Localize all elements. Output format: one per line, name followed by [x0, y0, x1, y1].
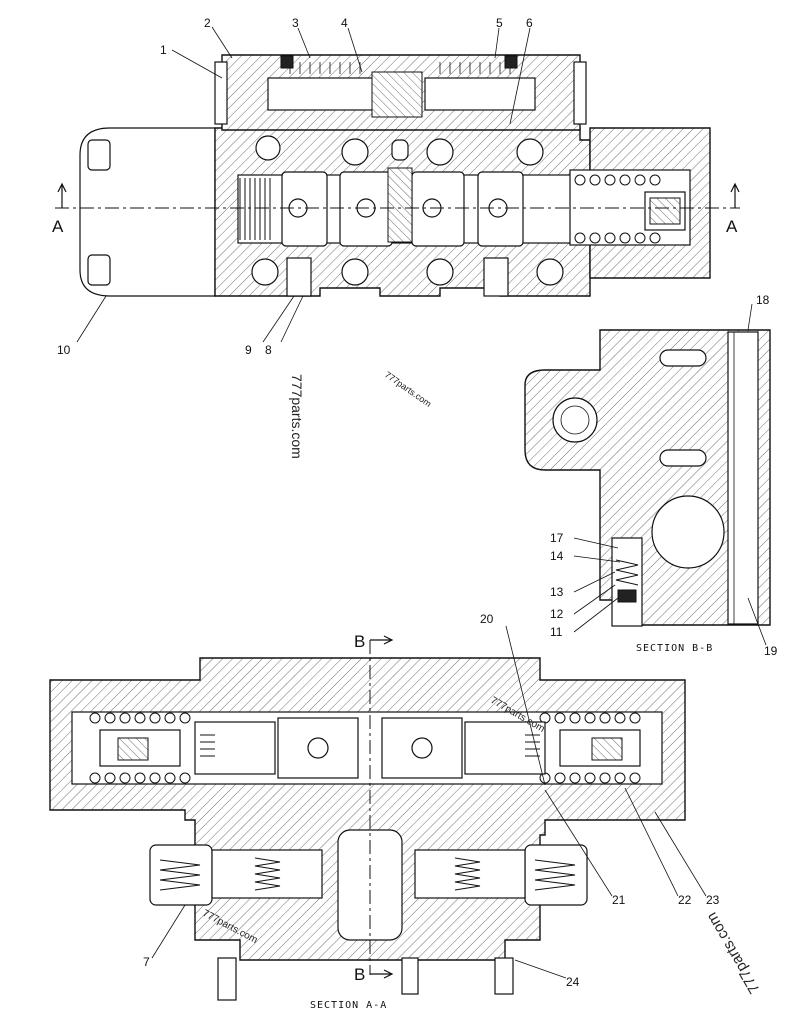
- lower-right-valve-cap: [524, 844, 588, 906]
- callout-18: 18: [756, 293, 770, 307]
- section-a-a-label: SECTION A-A: [310, 1000, 387, 1011]
- section-b-b-label: SECTION B-B: [636, 643, 713, 654]
- coil-frame-left: [214, 61, 228, 125]
- watermark-1: 777parts.com: [289, 374, 305, 459]
- callout-8: 8: [265, 343, 272, 357]
- lower-right-valve-spring: [534, 859, 576, 891]
- callout-11: 11: [550, 625, 563, 639]
- marker-a-left: A: [52, 217, 64, 236]
- callout-21: 21: [612, 893, 626, 907]
- marker-b-bottom: B: [354, 965, 365, 984]
- section-a-spool-left: [194, 721, 276, 775]
- coil-pad-right: [504, 55, 518, 69]
- section-a-right-plunger-tip: [591, 737, 623, 761]
- section-b-side-plate: [727, 331, 759, 625]
- section-a-left-plunger-tip: [117, 737, 149, 761]
- section-b-large-bore: [651, 495, 725, 569]
- section-a-a-view: [49, 635, 686, 1001]
- callout-2: 2: [204, 16, 211, 30]
- stud-left: [217, 957, 237, 1001]
- lower-left-valve-body: [211, 849, 323, 899]
- section-b-check-spring: [615, 559, 639, 586]
- watermark-5: 777parts.com: [703, 909, 763, 996]
- callout-3: 3: [292, 16, 299, 30]
- top-valve-view: [55, 54, 740, 297]
- callout-22: 22: [678, 893, 692, 907]
- right-plunger-tip: [649, 197, 681, 225]
- callout-13: 13: [550, 585, 564, 599]
- section-b-b-view: [524, 329, 771, 627]
- coil-frame-right: [573, 61, 587, 125]
- callout-4: 4: [341, 16, 348, 30]
- top-plug-right: [483, 257, 509, 297]
- coil-core-right: [424, 77, 536, 111]
- left-cap-plug: [87, 139, 111, 171]
- left-spring-stack: [239, 178, 271, 240]
- marker-a-right: A: [726, 217, 738, 236]
- callout-19: 19: [764, 644, 778, 658]
- section-arrow-a-left: [57, 182, 67, 208]
- callout-1: 1: [160, 43, 167, 57]
- stud-right: [494, 957, 514, 995]
- right-spring: [574, 174, 661, 244]
- section-arrow-b-top: [370, 635, 394, 645]
- body-cavities: [251, 135, 564, 286]
- section-markers: A A B B: [52, 217, 738, 984]
- section-b-upper-hole-inner: [560, 405, 590, 435]
- callout-labels: 1 2 3 4 5 6 7 8 9 10 11 12 13 14 17 18 1…: [57, 16, 778, 989]
- section-arrow-b-bottom: [370, 969, 394, 979]
- callout-10: 10: [57, 343, 71, 357]
- callout-6: 6: [526, 16, 533, 30]
- callout-12: 12: [550, 607, 564, 621]
- callout-24: 24: [566, 975, 580, 989]
- callout-14: 14: [550, 549, 564, 563]
- section-a-right-spring: [539, 712, 641, 784]
- section-b-upper-hole: [552, 397, 598, 443]
- section-arrow-a-right: [730, 182, 740, 208]
- coil-core-left: [267, 77, 379, 111]
- section-b-slot-1: [659, 349, 707, 367]
- callout-20: 20: [480, 612, 494, 626]
- marker-b-top: B: [354, 632, 365, 651]
- callout-7: 7: [143, 955, 150, 969]
- stud-center: [401, 957, 419, 995]
- section-a-left-spring: [89, 712, 191, 784]
- top-plug-left: [286, 257, 312, 297]
- lower-left-valve-cap: [149, 844, 213, 906]
- callout-5: 5: [496, 16, 503, 30]
- left-cap-plug-2: [87, 254, 111, 286]
- section-b-slot-2: [659, 449, 707, 467]
- callout-17: 17: [550, 531, 564, 545]
- section-b-check-plug: [617, 589, 637, 603]
- spool-lands: [281, 167, 524, 247]
- leader-lines: [76, 26, 767, 979]
- lower-left-valve-spring: [159, 859, 201, 891]
- left-cap: [79, 127, 216, 297]
- lower-right-valve-body: [414, 849, 526, 899]
- watermark-2: 777parts.com: [383, 369, 433, 408]
- coil-pad-left: [280, 55, 294, 69]
- callout-9: 9: [245, 343, 252, 357]
- callout-23: 23: [706, 893, 720, 907]
- coil-winding-center: [371, 71, 423, 118]
